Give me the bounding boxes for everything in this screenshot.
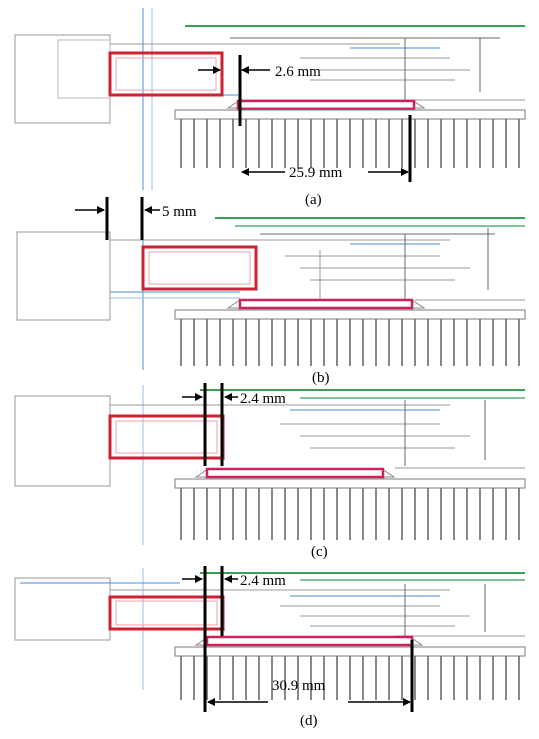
- dim-label: 2.4 mm: [240, 391, 286, 407]
- heatsink-fins: [180, 488, 520, 540]
- housing-block: [16, 231, 111, 321]
- coil: [141, 245, 258, 291]
- housing-block: [14, 577, 111, 641]
- heatsink-fins: [180, 656, 520, 700]
- dim-label: 25.9 mm: [289, 165, 343, 181]
- heatsink-base: [174, 478, 526, 489]
- coil-inner: [115, 600, 218, 626]
- plate: [238, 298, 414, 310]
- dim-label: 2.4 mm: [240, 573, 286, 589]
- panel-c: 2.4 mm (c): [14, 383, 526, 560]
- panel-d: 2.4 mm 30.9 mm (d): [14, 566, 526, 729]
- housing-inner: [57, 39, 111, 99]
- dim-label: 30.9 mm: [272, 678, 326, 694]
- housing-block: [14, 395, 111, 487]
- panel-a: 2.6 mm 25.9 mm (a): [14, 8, 526, 208]
- plate: [205, 635, 414, 647]
- heatsink-fins: [180, 319, 520, 366]
- plate: [236, 99, 416, 111]
- panel-tag: (b): [312, 370, 330, 386]
- coil-inner: [115, 420, 218, 454]
- dim-label: 2.6 mm: [275, 64, 321, 80]
- dim-label: 5 mm: [162, 204, 197, 220]
- heatsink-base: [174, 109, 526, 120]
- coil-inner: [115, 57, 217, 91]
- heatsink-fins: [180, 119, 520, 168]
- plate: [205, 467, 385, 479]
- panel-tag: (d): [300, 713, 318, 729]
- panel-b: 5 mm (b): [16, 197, 526, 386]
- housing-block: [14, 34, 111, 124]
- heatsink-base: [174, 309, 526, 320]
- panel-tag: (a): [305, 192, 322, 208]
- coil: [108, 51, 224, 97]
- panel-tag: (c): [311, 544, 328, 560]
- heatsink-base: [174, 646, 526, 657]
- coil-inner: [148, 251, 251, 285]
